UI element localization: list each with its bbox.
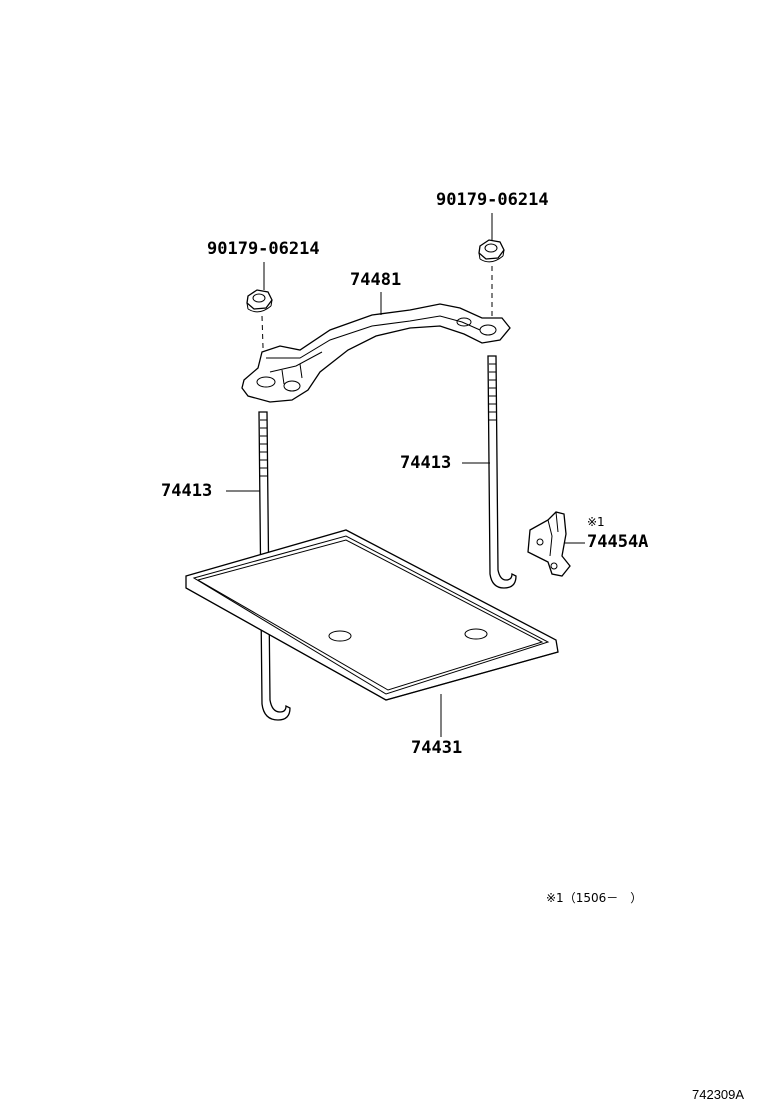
nut-right bbox=[478, 239, 505, 263]
label-rod-left: 74413 bbox=[161, 481, 213, 501]
reference-code: 742309A bbox=[692, 1087, 745, 1102]
label-nut-right: 90179-06214 bbox=[436, 190, 549, 210]
tray-74431 bbox=[185, 529, 559, 701]
label-bracket: 74454A bbox=[587, 532, 649, 552]
bracket-74454A bbox=[527, 511, 571, 577]
label-clamp: 74481 bbox=[350, 270, 402, 290]
label-bracket-note-mark: ※1 bbox=[587, 515, 605, 529]
label-nut-left: 90179-06214 bbox=[207, 239, 320, 259]
rod-right bbox=[487, 355, 517, 589]
clamp-74481 bbox=[241, 303, 511, 403]
footnote: ※1（1506－ ） bbox=[546, 891, 643, 905]
nut-left-axis bbox=[261, 315, 265, 379]
label-tray: 74431 bbox=[411, 738, 463, 758]
nut-left bbox=[246, 289, 273, 313]
rod-left bbox=[258, 411, 291, 721]
label-rod-right: 74413 bbox=[400, 453, 452, 473]
